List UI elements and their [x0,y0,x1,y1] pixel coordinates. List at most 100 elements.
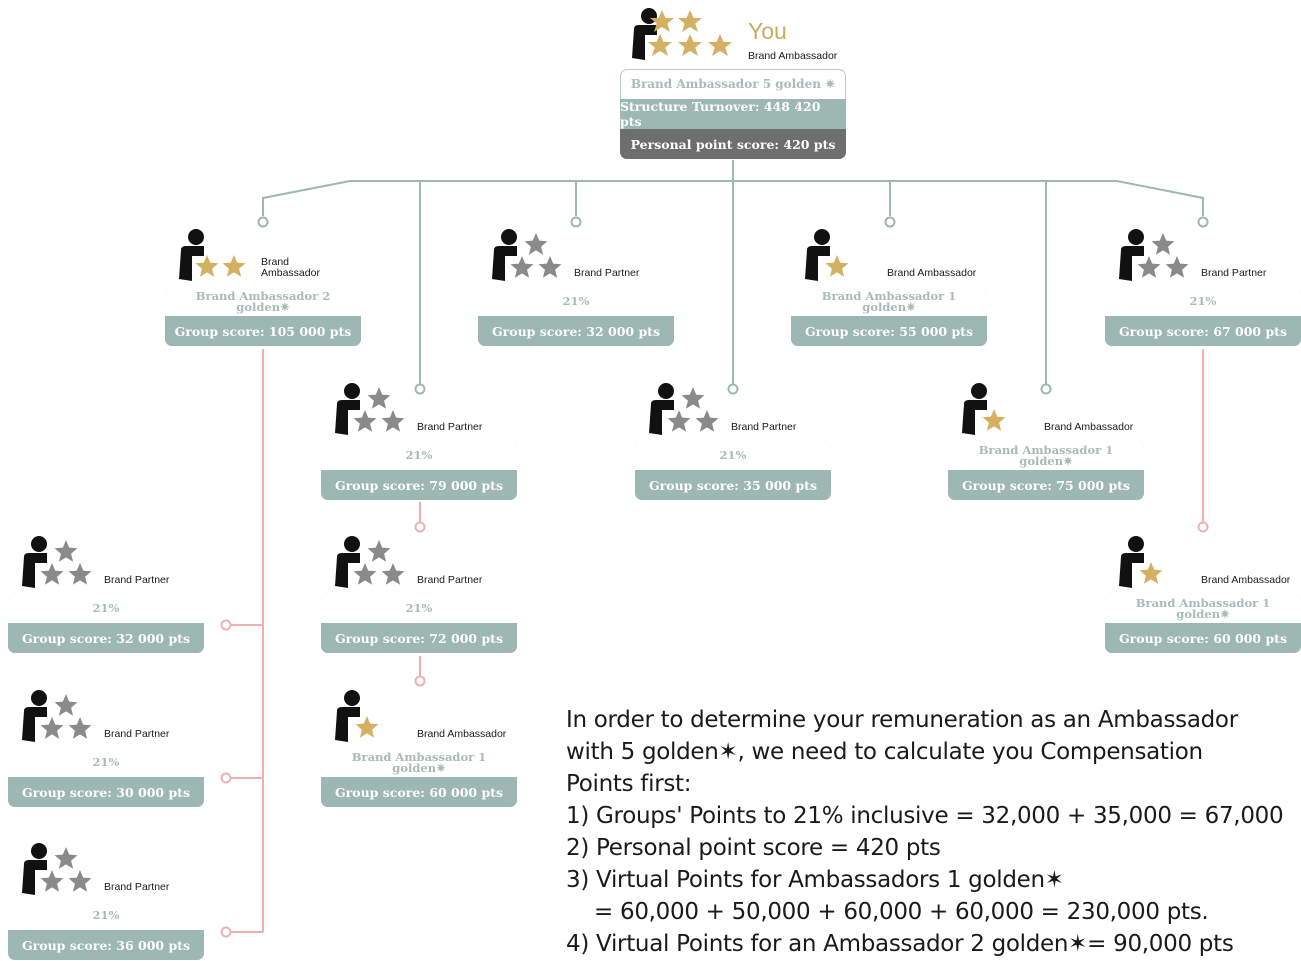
node-role: Brand Partner [104,728,170,740]
node-role: Brand Partner [1201,267,1267,279]
tree-node[interactable]: Brand Partner 21%Group score: 32 000 pts [8,534,204,653]
three-grey-stars-icon [510,233,562,278]
node-rank: 21% [8,901,204,930]
node-role: Brand Partner [104,574,170,586]
node-role: Brand Ambassador [417,728,507,740]
node-rank: 21% [321,441,517,470]
three-grey-stars-icon [40,540,92,585]
three-grey-stars-icon [353,387,405,432]
node-header: Brand Ambassador [1105,534,1301,594]
five-gold-stars-icon [648,10,732,56]
node-card: Brand Ambassador 1 golden✷Group score: 5… [791,287,987,346]
you-role: Brand Ambassador [748,50,838,62]
you-card[interactable]: Brand Ambassador 5 golden ✷ Structure Tu… [620,69,846,159]
node-card: Brand Ambassador 1 golden✷Group score: 6… [321,748,517,807]
node-card: Brand Ambassador 1 golden✷Group score: 7… [948,441,1144,500]
tree-node[interactable]: Brand Partner 21%Group score: 35 000 pts [635,381,831,500]
tree-node[interactable]: Brand Partner 21%Group score: 30 000 pts [8,688,204,807]
node-group-score: Group score: 30 000 pts [8,777,204,807]
person-icon [1119,536,1144,588]
tree-node[interactable]: Brand Partner 21%Group score: 79 000 pts [321,381,517,500]
personal-score: Personal point score: 420 pts [620,129,846,159]
node-rank: Brand Ambassador 1 golden✷ [948,441,1144,470]
tree-node[interactable]: Brand Partner 21%Group score: 36 000 pts [8,841,204,960]
node-role: Brand Partner [104,881,170,893]
node-card: Brand Ambassador 2 golden✷Group score: 1… [165,287,361,346]
node-header: Brand Partner [321,381,517,441]
node-role: Brand Partner [574,267,640,279]
node-group-score: Group score: 105 000 pts [165,316,361,346]
node-header: Brand Ambassador [948,381,1144,441]
node-group-score: Group score: 67 000 pts [1105,316,1301,346]
node-header: Brand Partner [1105,227,1301,287]
node-group-score: Group score: 55 000 pts [791,316,987,346]
person-icon [1119,229,1144,281]
node-header: Brand Partner [8,688,204,748]
you-header: You Brand Ambassador [630,6,890,68]
person-icon [962,383,987,435]
node-rank: 21% [635,441,831,470]
node-header: Brand Partner [478,227,674,287]
node-group-score: Group score: 36 000 pts [8,930,204,960]
node-card: 21%Group score: 72 000 pts [321,594,517,653]
node-group-score: Group score: 79 000 pts [321,470,517,500]
node-header: Brand Ambassador [165,227,361,287]
node-role: Brand Partner [417,421,483,433]
three-grey-stars-icon [1137,233,1189,278]
explanation-step: 3) Virtual Points for Ambassadors 1 gold… [566,867,1064,893]
two-gold-stars-icon [195,255,246,277]
node-header: Brand Partner [321,534,517,594]
node-group-score: Group score: 60 000 pts [1105,623,1301,653]
explanation-step: 2) Personal point score = 420 pts [566,835,941,861]
node-group-score: Group score: 60 000 pts [321,777,517,807]
node-card: 21%Group score: 36 000 pts [8,901,204,960]
node-header: Brand Partner [8,534,204,594]
three-grey-stars-icon [667,387,719,432]
gold-star-icon [982,409,1006,431]
gold-star-icon [1139,562,1163,584]
node-rank: 21% [8,748,204,777]
node-card: Brand Ambassador 1 golden✷Group score: 6… [1105,594,1301,653]
three-grey-stars-icon [353,540,405,585]
explanation-step: = 60,000 + 50,000 + 60,000 + 60,000 = 23… [594,899,1209,925]
person-icon [335,536,360,588]
tree-node[interactable]: Brand Partner 21%Group score: 72 000 pts [321,534,517,653]
you-title: You [748,18,787,44]
node-group-score: Group score: 35 000 pts [635,470,831,500]
node-rank: 21% [1105,287,1301,316]
node-role: Brand Partner [417,574,483,586]
explanation-text: In order to determine your remuneration … [566,704,1301,960]
you-rank: Brand Ambassador 5 golden ✷ [630,77,836,91]
node-group-score: Group score: 32 000 pts [8,623,204,653]
node-role: Brand Partner [731,421,797,433]
node-card: 21%Group score: 35 000 pts [635,441,831,500]
node-rank: Brand Ambassador 1 golden✷ [791,287,987,316]
node-rank: 21% [8,594,204,623]
three-grey-stars-icon [40,847,92,892]
node-card: 21%Group score: 79 000 pts [321,441,517,500]
explanation-step: 4) Virtual Points for an Ambassador 2 go… [566,931,1234,957]
node-rank: Brand Ambassador 1 golden✷ [321,748,517,777]
node-header: Brand Ambassador [321,688,517,748]
node-rank: Brand Ambassador 1 golden✷ [1105,594,1301,623]
person-icon [335,690,360,742]
node-rank: Brand Ambassador 2 golden✷ [165,287,361,316]
person-icon [649,383,674,435]
node-role: Brand Ambassador [1201,574,1291,586]
person-icon [22,843,47,895]
node-header: Brand Ambassador [791,227,987,287]
explanation-line: In order to determine your remuneration … [566,707,1238,733]
explanation-line: Points first: [566,771,692,797]
node-group-score: Group score: 75 000 pts [948,470,1144,500]
node-role: Brand Ambassador [1044,421,1134,433]
tree-node[interactable]: Brand Partner 21%Group score: 67 000 pts [1105,227,1301,346]
gold-star-icon [825,255,849,277]
structure-turnover: Structure Turnover: 448 420 pts [620,99,846,129]
explanation-line: with 5 golden✶, we need to calculate you… [566,739,1203,765]
